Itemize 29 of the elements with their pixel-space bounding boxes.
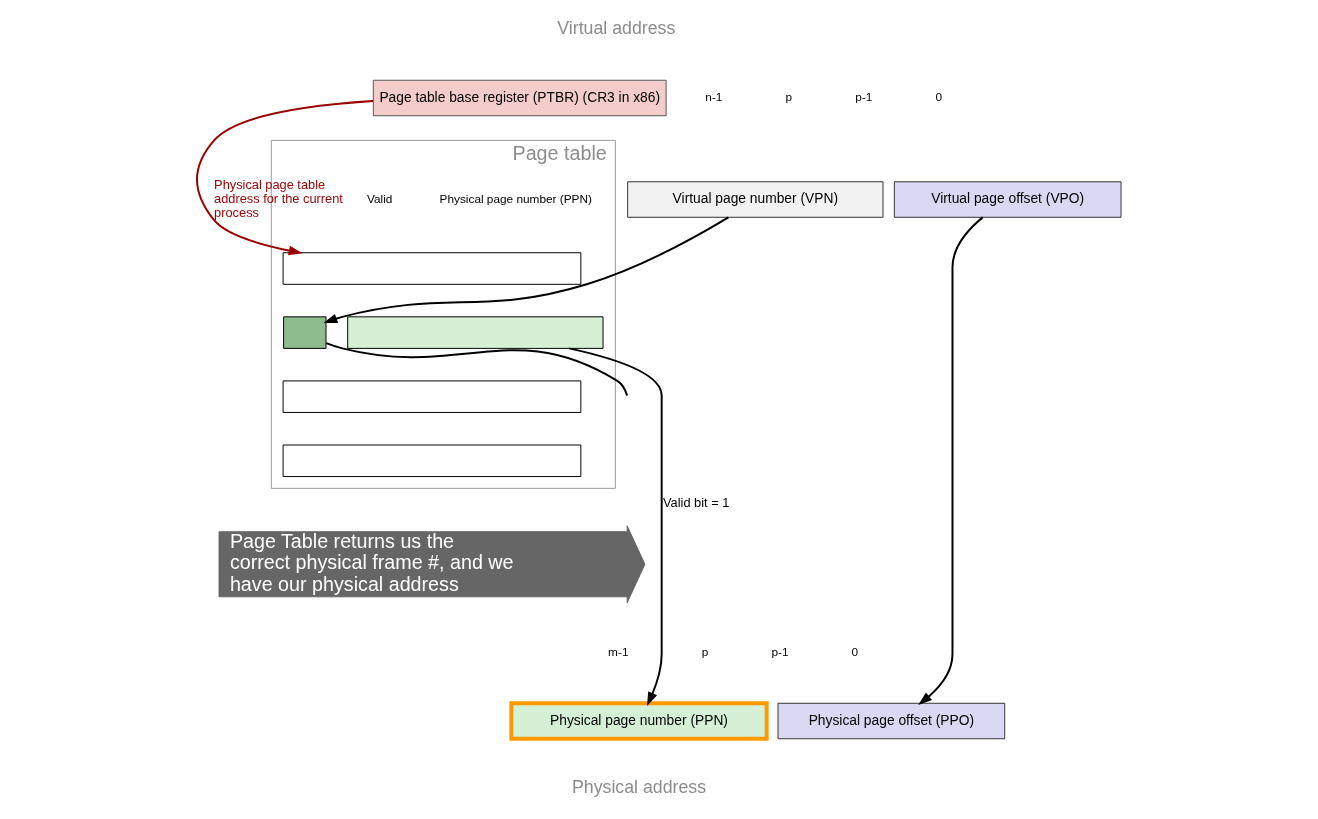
label: Virtual address (557, 18, 676, 39)
node-box: Virtual page number (VPN) (627, 181, 884, 218)
label: p-1 (771, 645, 789, 660)
arrow (918, 216, 984, 705)
node-box (283, 316, 327, 349)
node-box (282, 252, 582, 285)
edge-label: Valid bit = 1 (663, 494, 730, 510)
label: p-1 (855, 90, 873, 105)
label: n-1 (705, 90, 723, 105)
label: m-1 (608, 645, 629, 660)
label: Physical address (571, 777, 707, 798)
edge-label: Physical page table address for the current process (214, 177, 343, 220)
node-box (282, 444, 582, 478)
label: 0 (935, 90, 942, 105)
node-box: Physical page number (PPN) (509, 701, 769, 741)
label: p (785, 90, 793, 105)
node-box: Physical page offset (PPO) (777, 702, 1006, 740)
node-box: Virtual page offset (VPO) (893, 181, 1122, 218)
label: 0 (851, 645, 859, 660)
label: p (701, 645, 709, 660)
node-box (282, 380, 582, 413)
arrow (323, 216, 730, 324)
label: Physical page number (PPN) (439, 191, 592, 206)
arrow (196, 99, 374, 256)
node-box: Page table base register (PTBR) (CR3 in x86) (372, 79, 667, 117)
arrow (568, 347, 663, 706)
connector (325, 342, 629, 397)
node-box (347, 316, 604, 349)
label: Valid (367, 191, 393, 206)
